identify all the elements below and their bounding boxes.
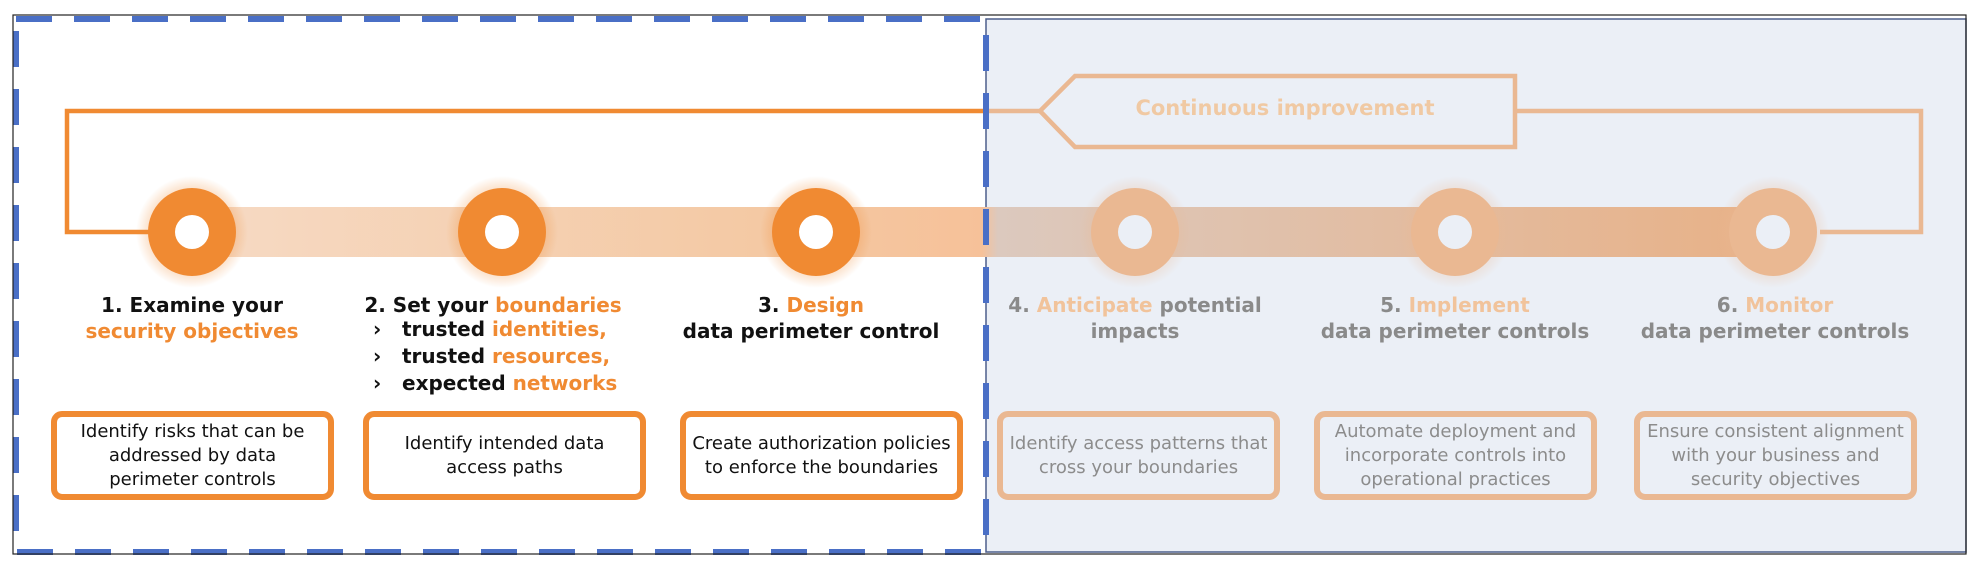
active-region-border bbox=[13, 16, 989, 555]
step-1-marker-center bbox=[175, 215, 209, 249]
step-5-title-accent: Implement bbox=[1408, 293, 1530, 317]
step-1-title: 1. Examine your security objectives bbox=[42, 292, 342, 344]
step-6-marker-center bbox=[1756, 215, 1790, 249]
step-3-title: 3. Design data perimeter control bbox=[661, 292, 961, 344]
step-3-marker-center bbox=[799, 215, 833, 249]
step-5-marker bbox=[1399, 176, 1511, 288]
step-3-title-text: data perimeter control bbox=[682, 319, 940, 343]
step-2-marker-center bbox=[485, 215, 519, 249]
step-2-title-text: Set your bbox=[392, 293, 489, 317]
step-3-title-accent: Design bbox=[786, 293, 864, 317]
step-4-description: Identify access patterns that cross your… bbox=[997, 411, 1280, 500]
step-1-title-accent: security objectives bbox=[85, 319, 299, 343]
step-3-description: Create authorization policies to enforce… bbox=[680, 411, 963, 500]
step-4-title: 4. Anticipate potential impacts bbox=[985, 292, 1285, 344]
step-5-number: 5. bbox=[1380, 293, 1402, 317]
step-2-marker bbox=[446, 176, 558, 288]
step-1-description: Identify risks that can be addressed by … bbox=[51, 411, 334, 500]
step-1-number: 1. bbox=[101, 293, 123, 317]
step-4-title-text: potential bbox=[1159, 293, 1262, 317]
progress-band bbox=[192, 207, 1772, 257]
step-4-title-text-2: impacts bbox=[1090, 319, 1180, 343]
bullet-identities: ›trusted identities, bbox=[373, 317, 607, 341]
step-5-title: 5. Implement data perimeter controls bbox=[1305, 292, 1605, 344]
step-3-marker bbox=[760, 176, 872, 288]
step-6-description: Ensure consistent alignment with your bu… bbox=[1634, 411, 1917, 500]
step-4-marker bbox=[1079, 176, 1191, 288]
step-6-title: 6. Monitor data perimeter controls bbox=[1625, 292, 1925, 344]
step-5-title-text: data perimeter controls bbox=[1320, 319, 1590, 343]
step-1-marker bbox=[136, 176, 248, 288]
step-6-title-text: data perimeter controls bbox=[1640, 319, 1910, 343]
loop-line-right bbox=[1515, 108, 1924, 235]
continuous-improvement-label: Continuous improvement bbox=[1135, 96, 1435, 120]
step-4-title-accent: Anticipate bbox=[1036, 293, 1153, 317]
step-2-title-accent: boundaries bbox=[495, 293, 622, 317]
step-6-marker bbox=[1717, 176, 1829, 288]
step-3-number: 3. bbox=[758, 293, 780, 317]
step-2-description: Identify intended data access paths bbox=[363, 411, 646, 500]
step-4-marker-center bbox=[1118, 215, 1152, 249]
bullet-resources: ›trusted resources, bbox=[373, 344, 611, 368]
step-2-number: 2. bbox=[364, 293, 386, 317]
step-5-description: Automate deployment and incorporate cont… bbox=[1314, 411, 1597, 500]
step-6-title-accent: Monitor bbox=[1745, 293, 1834, 317]
step-1-title-text: Examine your bbox=[129, 293, 283, 317]
continuous-improvement-shape bbox=[1036, 73, 1518, 150]
canvas-border bbox=[12, 14, 1967, 555]
step-4-number: 4. bbox=[1008, 293, 1030, 317]
step-2-title: 2. Set your boundaries bbox=[343, 292, 643, 318]
bullet-networks: ›expected networks bbox=[373, 371, 618, 395]
step-6-number: 6. bbox=[1716, 293, 1739, 317]
loop-line-active bbox=[64, 108, 986, 235]
step-2-bullet-list: ›trusted identities, ›trusted resources,… bbox=[373, 316, 633, 397]
step-5-marker-center bbox=[1438, 215, 1472, 249]
